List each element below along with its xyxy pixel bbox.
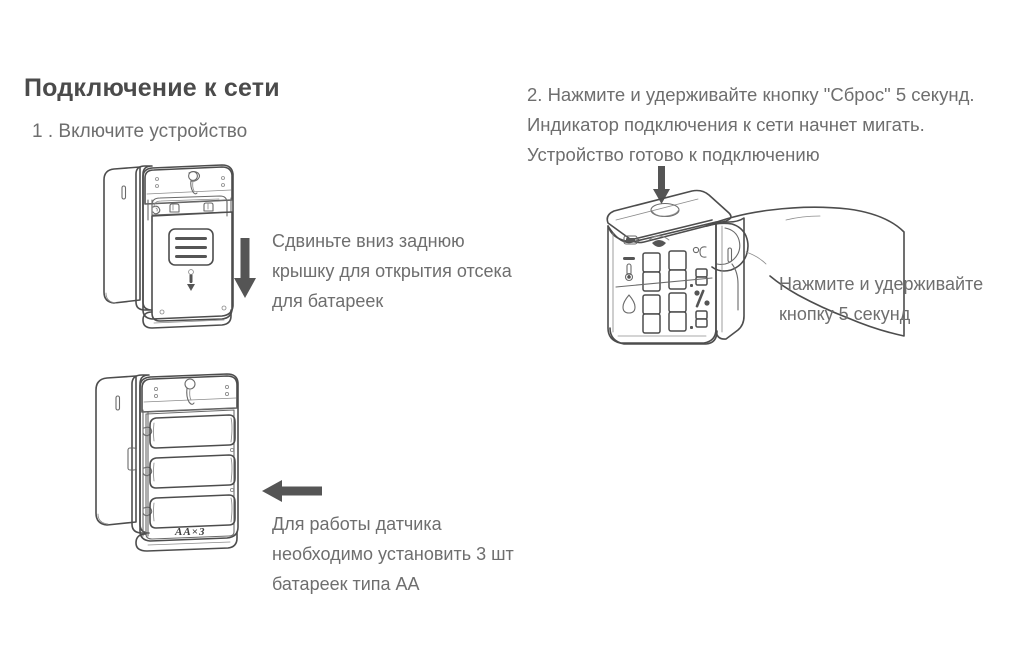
step-1-label: 1 . Включите устройство [32,121,248,142]
lcd-temp-digit-1 [642,252,661,292]
arrow-left-battery [262,480,322,502]
step-2-text: 2. Нажмите и удерживайте кнопку "Сброс" … [527,84,975,165]
lcd-temp-decimal [695,268,708,286]
arrow-left-icon [262,480,322,502]
device-back-cover-drawing [103,164,234,329]
illustration-battery-compartment: AA×3 [86,364,261,554]
lcd-display [615,235,713,334]
lcd-humidity-digit-2 [668,292,687,332]
wifi-icon [648,235,670,247]
thermometer-icon [623,257,635,282]
illustration-sensor-with-hand [586,160,906,370]
illustration-device-back-cover [96,160,256,335]
battery-icon [623,235,640,245]
caption-battery-requirement: Для работы датчика необходимо установить… [272,514,514,594]
temperature-unit-icon [692,246,707,258]
caption-press-and-hold: Нажмите и удерживайте кнопку 5 секунд [779,274,984,324]
hand-illustration [705,206,905,337]
sensor-hand-drawing [606,166,905,345]
arrow-press-down-icon [653,166,670,204]
page-title: Подключение к сети [24,74,280,102]
humidity-unit-icon [694,289,710,308]
lcd-humidity-decimal [695,310,708,328]
battery-compartment-drawing: AA×3 [95,373,239,552]
lcd-humidity-digit-1 [642,294,661,334]
arrow-down-cover [234,238,256,300]
arrow-down-icon [234,238,256,298]
battery-type-label: AA×3 [174,526,205,538]
caption-slide-cover: Сдвиньте вниз заднюю крышку для открытия… [272,231,512,311]
lcd-temp-digit-2 [668,250,687,290]
water-drop-icon [622,294,636,314]
